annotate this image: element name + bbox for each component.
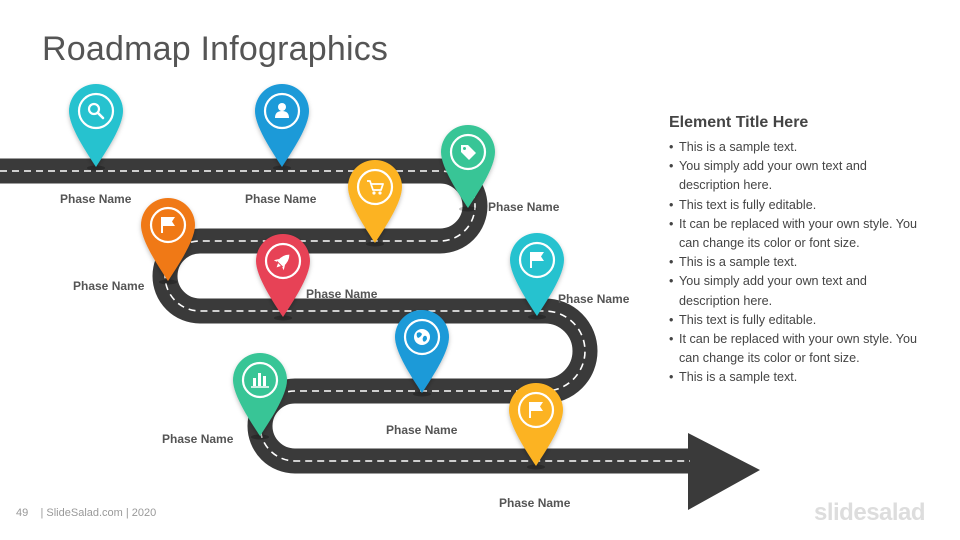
pin-ring [356,168,394,206]
pin-body [510,233,564,316]
footer-source: | SlideSalad.com | 2020 [40,507,157,519]
page-title: Roadmap Infographics [42,30,389,68]
phase-label-5: Phase Name [73,279,145,293]
pin-body [233,353,287,436]
flag-icon [530,252,544,268]
pin-ring [241,361,279,399]
pin-ring [263,92,301,130]
bar-chart-icon [251,373,269,388]
road-path [0,158,690,474]
panel-bullet: This is a sample text. [669,368,929,387]
pin-shadow [413,391,431,397]
pin-body [141,198,195,281]
phase-label-9: Phase Name [162,432,234,446]
panel-bullet: This text is fully editable. [669,196,929,215]
map-pin-marker [233,353,287,440]
pin-shadow [87,165,105,171]
road-arrowhead [688,433,760,510]
pin-ring [403,318,441,356]
pin-body [509,383,563,466]
pin-ring [449,133,487,171]
map-pin-marker [255,84,309,171]
search-icon [87,102,105,120]
panel-heading: Element Title Here [669,114,809,131]
phase-label-7: Phase Name [558,292,630,306]
page-number: 49 [16,507,29,519]
pin-body [69,84,123,167]
panel-bullet: You simply add your own text and descrip… [669,272,929,310]
pin-ring [264,242,302,280]
text-panel: Element Title Here This is a sample text… [669,114,929,388]
pin-body [255,84,309,167]
tag-icon [461,145,476,160]
globe-icon [414,329,430,345]
map-pin-marker [441,125,495,212]
pin-body [394,309,449,393]
pin-ring [77,92,115,130]
phase-label-2: Phase Name [245,192,317,206]
panel-bullet: This is a sample text. [669,253,929,272]
map-pin-marker [141,198,195,285]
phase-label-4: Phase Name [488,200,560,214]
map-pin-marker [348,160,402,247]
panel-bullet: This text is fully editable. [669,311,929,330]
phase-label-1: Phase Name [60,192,132,206]
pin-shadow [274,315,292,321]
map-pin-marker [394,309,449,397]
panel-bullet: It can be replaced with your own style. … [669,215,929,253]
pin-shadow [366,241,384,247]
map-pin-marker [256,234,310,321]
pin-ring [517,391,555,429]
pin-ring [149,206,187,244]
map-pin-marker [69,84,123,171]
phase-label-10: Phase Name [499,496,571,510]
pin-shadow [159,279,177,285]
pin-body [256,234,310,317]
panel-bullet: This is a sample text. [669,138,929,157]
map-pin-marker [510,233,564,320]
pin-ring [518,241,556,279]
phase-label-8: Phase Name [386,423,458,437]
brand-logo: slidesalad [814,499,926,526]
pin-body [348,160,402,243]
pin-shadow [459,206,477,212]
map-pin-marker [509,383,563,470]
panel-bullet: You simply add your own text and descrip… [669,157,929,195]
pin-body [441,125,495,208]
panel-bullet: It can be replaced with your own style. … [669,330,929,368]
flag-icon [161,217,175,233]
footer: 49 | SlideSalad.com | 2020 [16,507,156,519]
panel-bullet-list: This is a sample text. You simply add yo… [669,138,929,388]
phase-label-6: Phase Name [306,287,378,301]
pin-shadow [527,464,545,470]
pin-shadow [251,434,269,440]
cart-icon [367,180,384,195]
user-icon [275,103,289,118]
pin-shadow [528,314,546,320]
flag-icon [529,402,543,418]
pin-shadow [273,165,291,171]
